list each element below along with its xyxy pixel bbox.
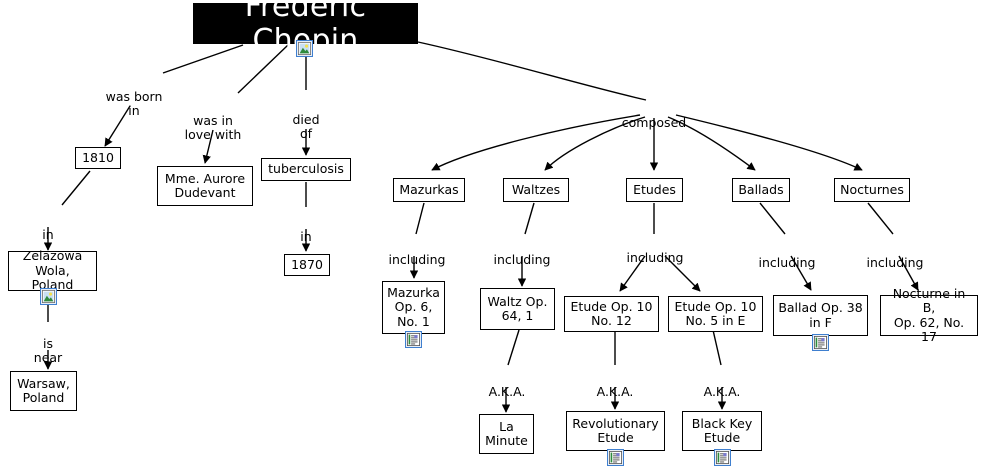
link-label-text: including	[388, 251, 446, 267]
node-label: Nocturne in B, Op. 62, No. 17	[892, 285, 966, 344]
node-label: Zelazowa Wola, Poland	[22, 248, 83, 293]
link-label-text: in	[42, 226, 54, 242]
document-icon[interactable]	[405, 331, 422, 348]
node-label: Ballad Op. 38 in F	[778, 300, 863, 330]
link-label-including-etudes[interactable]: including	[623, 236, 687, 265]
node-label: Etude Op. 10 No. 12	[570, 298, 653, 328]
link-label-including-ballads[interactable]: including	[755, 241, 819, 270]
node-label: tuberculosis	[268, 161, 344, 177]
link-label-text: in	[300, 228, 312, 244]
link-label-text: was born in	[105, 88, 163, 118]
link-label-aka-black-key[interactable]: A.K.A.	[696, 370, 748, 399]
link-label-text: was in love with	[184, 112, 242, 142]
link-label-text: including	[493, 251, 551, 267]
link-label-text: including	[866, 254, 924, 270]
node-label: Waltzes	[511, 181, 561, 197]
document-icon[interactable]	[607, 449, 624, 466]
node-nocturnes[interactable]: Nocturnes	[834, 178, 910, 202]
node-label: 1810	[82, 149, 114, 165]
node-la-minute[interactable]: La Minute	[479, 414, 534, 454]
node-ballads[interactable]: Ballads	[732, 178, 790, 202]
link-label-died-of[interactable]: died of	[281, 98, 331, 142]
link-label-including-waltzes[interactable]: including	[490, 238, 554, 267]
node-frederic-chopin[interactable]: Frederic Chopin	[193, 0, 418, 57]
node-warsaw-poland[interactable]: Warsaw, Poland	[10, 371, 77, 411]
node-1870[interactable]: 1870	[284, 254, 330, 276]
node-mazurka-op-6-no-1[interactable]: Mazurka Op. 6, No. 1	[382, 281, 445, 334]
link-label-text: A.K.A.	[596, 383, 634, 399]
link-label-text: A.K.A.	[488, 383, 526, 399]
link-label-including-mazurkas[interactable]: including	[385, 238, 449, 267]
node-etude-op-10-no-12[interactable]: Etude Op. 10 No. 12	[564, 296, 659, 332]
link-label-text: A.K.A.	[703, 383, 741, 399]
link-label-including-nocturnes[interactable]: including	[863, 241, 927, 270]
node-mme-aurore-dudevant[interactable]: Mme. Aurore Dudevant	[157, 166, 253, 206]
node-waltzes[interactable]: Waltzes	[503, 178, 569, 202]
link-label-was-in-love-with[interactable]: was in love with	[177, 99, 249, 143]
node-zelazowa-wola-poland[interactable]: Zelazowa Wola, Poland	[8, 248, 97, 293]
link-label-text: including	[758, 254, 816, 270]
node-label: Mme. Aurore Dudevant	[164, 170, 246, 200]
node-label: 1870	[291, 256, 323, 272]
image-icon[interactable]	[40, 288, 57, 305]
document-icon[interactable]	[714, 449, 731, 466]
node-etude-op-10-no-5-in-e[interactable]: Etude Op. 10 No. 5 in E	[668, 296, 763, 332]
node-nocturne-in-b-op-62-no-17[interactable]: Nocturne in B, Op. 62, No. 17	[880, 286, 978, 344]
node-label: Mazurkas	[399, 181, 459, 197]
link-label-aka-revolutionary[interactable]: A.K.A.	[589, 370, 641, 399]
node-label: Warsaw, Poland	[17, 375, 70, 405]
link-label-in-birthplace[interactable]: in	[33, 213, 63, 242]
node-ballad-op-38-in-f[interactable]: Ballad Op. 38 in F	[773, 295, 868, 336]
node-label: Revolutionary Etude	[572, 415, 659, 445]
image-icon[interactable]	[296, 40, 313, 57]
link-label-in-death-year[interactable]: in	[291, 215, 321, 244]
node-label: Black Key Etude	[691, 415, 753, 445]
link-label-text: is near	[33, 335, 63, 365]
node-label: Etude Op. 10 No. 5 in E	[674, 298, 757, 328]
node-label: La Minute	[485, 418, 528, 448]
link-label-is-near[interactable]: is near	[28, 322, 68, 366]
node-label: Mazurka Op. 6, No. 1	[387, 284, 440, 329]
node-revolutionary-etude[interactable]: Revolutionary Etude	[566, 411, 665, 451]
node-label: Nocturnes	[840, 181, 904, 197]
link-label-text: including	[626, 249, 684, 265]
link-label-was-born-in[interactable]: was born in	[99, 75, 169, 119]
node-label: Waltz Op. 64, 1	[487, 293, 548, 323]
link-label-composed[interactable]: composed	[614, 101, 694, 130]
node-tuberculosis[interactable]: tuberculosis	[261, 158, 351, 181]
node-waltz-op-64-1[interactable]: Waltz Op. 64, 1	[480, 288, 555, 330]
link-label-text: composed	[621, 114, 687, 130]
node-etudes[interactable]: Etudes	[626, 178, 683, 202]
node-label: Etudes	[633, 181, 676, 197]
link-label-aka-la-minute[interactable]: A.K.A.	[481, 370, 533, 399]
node-mazurkas[interactable]: Mazurkas	[393, 178, 465, 202]
node-black-key-etude[interactable]: Black Key Etude	[682, 411, 762, 451]
link-label-text: died of	[292, 111, 320, 141]
node-1810[interactable]: 1810	[75, 147, 121, 169]
node-label: Ballads	[738, 181, 784, 197]
document-icon[interactable]	[812, 334, 829, 351]
